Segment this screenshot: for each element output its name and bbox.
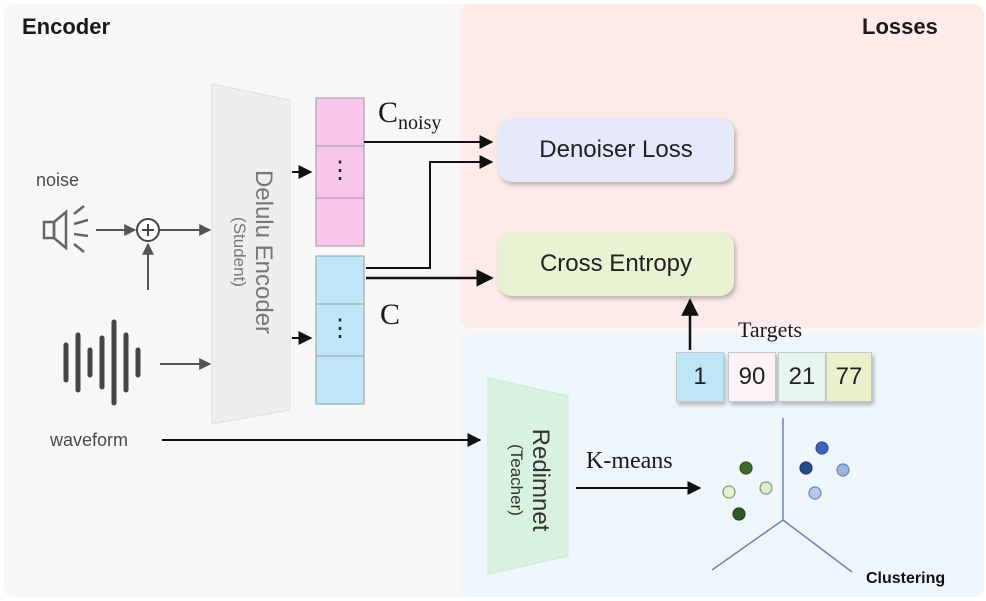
c-label: C <box>380 298 401 331</box>
c-to-denoiser-arrow <box>366 155 494 269</box>
clustering-title: Clustering <box>866 570 946 587</box>
cnoisy-ellipsis: ⋮ <box>328 157 352 184</box>
cluster-point <box>808 486 822 500</box>
cluster-partition-lines <box>711 418 853 573</box>
waveform-icon <box>63 319 141 406</box>
teacher-encoder-shape <box>487 377 569 575</box>
teacher-encoder-name: Redimnet <box>527 428 554 532</box>
student-encoder-shape <box>211 83 291 425</box>
cluster-point <box>815 441 829 455</box>
target-cell: 90 <box>728 352 776 402</box>
cluster-point <box>739 461 753 475</box>
waveform-label: waveform <box>50 430 129 450</box>
target-cell: 21 <box>778 352 826 402</box>
teacher-encoder-label: Redimnet (Teacher) <box>504 400 554 560</box>
cluster-point <box>732 507 746 521</box>
target-cell: 77 <box>826 352 872 402</box>
cross-entropy-box: Cross Entropy <box>498 232 734 296</box>
denoiser-loss-box: Denoiser Loss <box>498 118 734 182</box>
cnoisy-block-stack <box>315 97 365 247</box>
encoder-title: Encoder <box>22 14 111 39</box>
cluster-point <box>722 485 736 499</box>
student-encoder-label: Delulu Encoder (Student) <box>227 132 277 372</box>
cnoisy-subscript: noisy <box>398 112 442 134</box>
cluster-points <box>722 441 850 521</box>
cnoisy-label: Cnoisy <box>378 96 441 135</box>
target-cell: 1 <box>676 352 724 402</box>
kmeans-label: K-means <box>586 448 673 474</box>
losses-title: Losses <box>862 14 938 39</box>
cluster-point <box>799 461 813 475</box>
cluster-point <box>836 463 850 477</box>
cnoisy-main: C <box>378 96 399 129</box>
student-encoder-role: (Student) <box>230 217 249 287</box>
c-ellipsis: ⋮ <box>328 315 352 342</box>
noise-label: noise <box>36 170 80 190</box>
student-encoder-name: Delulu Encoder <box>250 169 277 335</box>
sum-node-icon <box>136 218 160 242</box>
c-block-stack <box>315 255 365 405</box>
targets-label: Targets <box>738 317 803 342</box>
cluster-point <box>759 481 773 495</box>
teacher-encoder-role: (Teacher) <box>507 444 526 516</box>
speaker-icon <box>42 205 89 253</box>
